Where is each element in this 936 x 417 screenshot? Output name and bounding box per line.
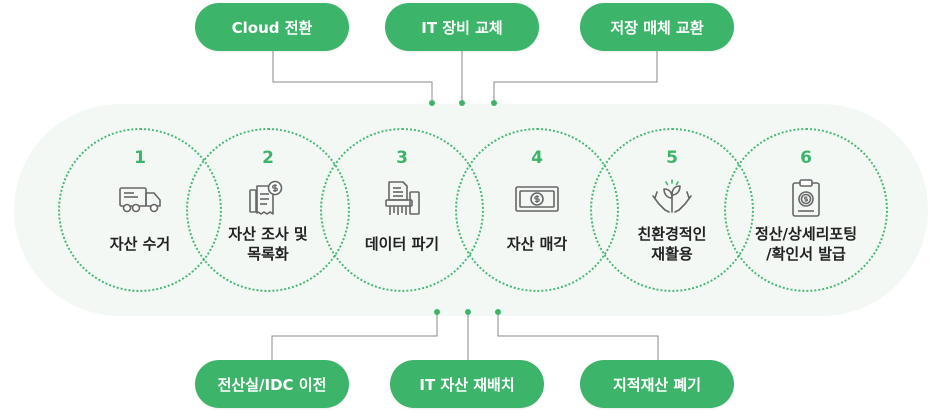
pill-ip-disposal: 지적재산 폐기 (580, 360, 734, 408)
junction-dot (434, 309, 440, 315)
invoice-icon (249, 180, 283, 215)
connector-top-left (272, 50, 433, 103)
connector-bottom-left (271, 312, 438, 360)
eco-hands-icon (652, 179, 692, 213)
step-settlement-reporting: 6 정산/상세리포팅/확인서 발급 (724, 128, 888, 292)
step-number: 3 (396, 148, 408, 168)
pill-datacenter-relocation: 전산실/IDC 이전 (195, 360, 349, 408)
step-number: 5 (666, 148, 678, 168)
pill-it-asset-redeployment: IT 자산 재배치 (390, 360, 544, 408)
junction-dot (459, 100, 465, 106)
money-icon (515, 186, 559, 212)
connector-top-right (493, 50, 658, 103)
truck-icon (119, 187, 161, 213)
pill-cloud-transition: Cloud 전환 (195, 3, 349, 51)
report-icon (792, 179, 820, 217)
pill-it-equipment-replacement: IT 장비 교체 (385, 3, 539, 51)
step-number: 1 (134, 148, 146, 168)
step-number: 2 (262, 148, 274, 168)
step-number: 4 (531, 148, 543, 168)
pill-storage-media-exchange: 저장 매체 교환 (580, 3, 734, 51)
step-label: 정산/상세리포팅/확인서 발급 (754, 225, 858, 263)
junction-dot (465, 309, 471, 315)
shredder-icon (385, 181, 420, 215)
connector-bottom-right (497, 312, 659, 360)
step-label: 자산 매각 (506, 235, 568, 253)
junction-dot (429, 100, 435, 106)
junction-dot (491, 100, 497, 106)
step-number: 6 (800, 148, 812, 168)
step-label: 데이터 파기 (364, 235, 440, 253)
junction-dot (495, 309, 501, 315)
step-label: 자산 수거 (109, 235, 171, 253)
